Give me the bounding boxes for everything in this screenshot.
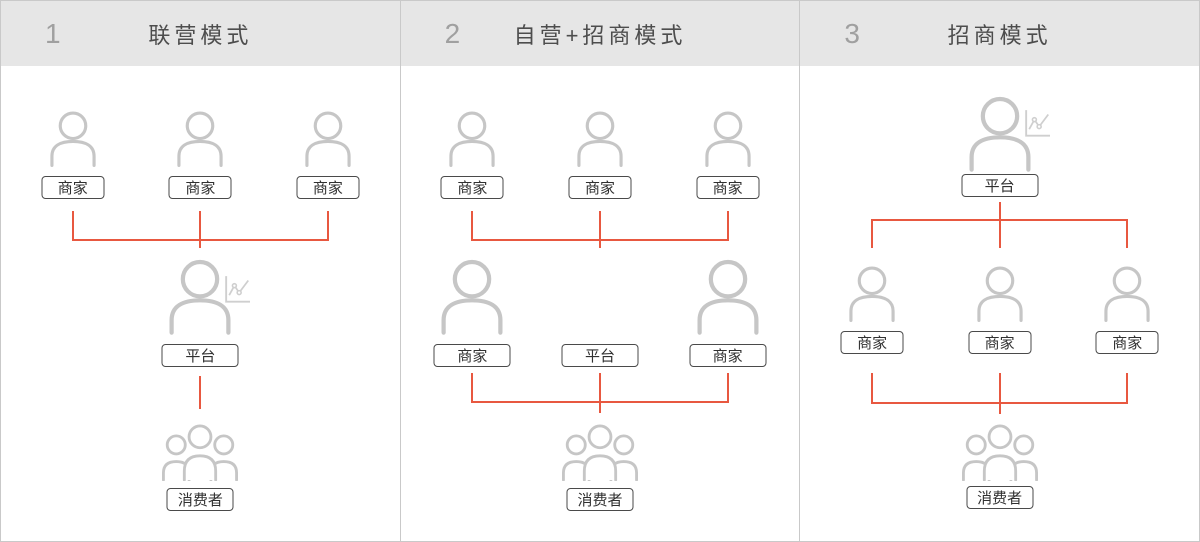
consumer-label: 消费者 <box>966 486 1034 509</box>
merchant-label: 商家 <box>568 176 632 199</box>
connector-bracket <box>998 202 1001 248</box>
connector-bracket <box>998 373 1001 414</box>
merchant-label: 商家 <box>440 176 504 199</box>
merchant-label: 商家 <box>41 176 105 199</box>
merchant-label: 商家 <box>689 344 767 367</box>
person-icon <box>975 266 1024 322</box>
merchant-label: 商家 <box>840 331 904 354</box>
merchant-label: 商家 <box>968 331 1032 354</box>
merchant-label: 商家 <box>168 176 232 199</box>
panel-3-title: 招商模式 <box>947 22 1052 48</box>
connector-bracket <box>1126 373 1129 403</box>
person-icon <box>48 111 97 167</box>
connector-bracket <box>199 211 202 248</box>
connector-bracket <box>471 401 729 403</box>
connector-bracket <box>471 239 729 241</box>
consumer-label: 消费者 <box>566 488 634 511</box>
panel-3-header: 3 招商模式 <box>800 1 1199 66</box>
person-icon <box>1103 266 1152 322</box>
panel-1-number: 1 <box>45 17 61 49</box>
connector-bracket <box>599 373 601 413</box>
consumer-group-icon <box>952 424 1048 481</box>
connector-bracket <box>326 211 329 239</box>
platform-label: 平台 <box>561 344 639 367</box>
panel-self-plus-merchant: 2 自营+招商模式 商家 商家 商家 商家 平台 商家 消费者 <box>399 1 800 541</box>
panel-2-number: 2 <box>444 17 461 49</box>
merchant-label: 商家 <box>433 344 511 367</box>
consumer-group-icon <box>152 424 248 481</box>
consumer-label: 消费者 <box>166 488 234 511</box>
platform-label: 平台 <box>161 344 239 367</box>
person-icon <box>303 111 352 167</box>
connector-bracket <box>726 373 729 402</box>
person-icon <box>703 111 752 167</box>
connector-bracket <box>871 219 874 248</box>
platform-label: 平台 <box>961 174 1039 197</box>
panel-2-header: 2 自营+招商模式 <box>400 1 800 66</box>
connector-bracket <box>726 211 729 239</box>
connector-bracket <box>871 219 1129 221</box>
connector-bracket <box>71 239 329 241</box>
panel-1-body: 商家 商家 商家 平台 消费者 <box>1 66 400 541</box>
panel-3-body: 平台 商家 商家 商家 消费者 <box>800 66 1199 541</box>
merchant-label: 商家 <box>1095 331 1159 354</box>
panel-joint-operation: 1 联营模式 商家 商家 商家 平台 消费者 <box>1 1 400 541</box>
merchant-label: 商家 <box>296 176 360 199</box>
connector-bracket <box>471 211 474 239</box>
merchant-person-icon <box>695 259 761 335</box>
panel-merchant-recruitment: 3 招商模式 平台 商家 商家 商家 消费者 <box>799 1 1199 541</box>
panel-1-title: 联营模式 <box>148 22 253 48</box>
connector-bracket <box>471 373 474 402</box>
person-icon <box>176 111 225 167</box>
connector-line <box>199 376 202 409</box>
person-icon <box>848 266 897 322</box>
consumer-group-icon <box>552 424 648 481</box>
connector-bracket <box>871 373 874 403</box>
connector-bracket <box>871 402 1129 404</box>
connector-bracket <box>71 211 74 239</box>
connector-bracket <box>599 211 601 248</box>
chart-icon <box>1024 110 1050 138</box>
merchant-label: 商家 <box>696 176 760 199</box>
panel-2-body: 商家 商家 商家 商家 平台 商家 消费者 <box>401 66 800 541</box>
chart-icon <box>224 276 250 304</box>
merchant-person-icon <box>439 259 505 335</box>
connector-bracket <box>1126 219 1129 248</box>
person-icon <box>448 111 497 167</box>
panel-2-title: 自营+招商模式 <box>513 22 687 48</box>
panel-3-number: 3 <box>844 17 860 49</box>
person-icon <box>576 111 625 167</box>
panel-1-header: 1 联营模式 <box>1 1 400 66</box>
